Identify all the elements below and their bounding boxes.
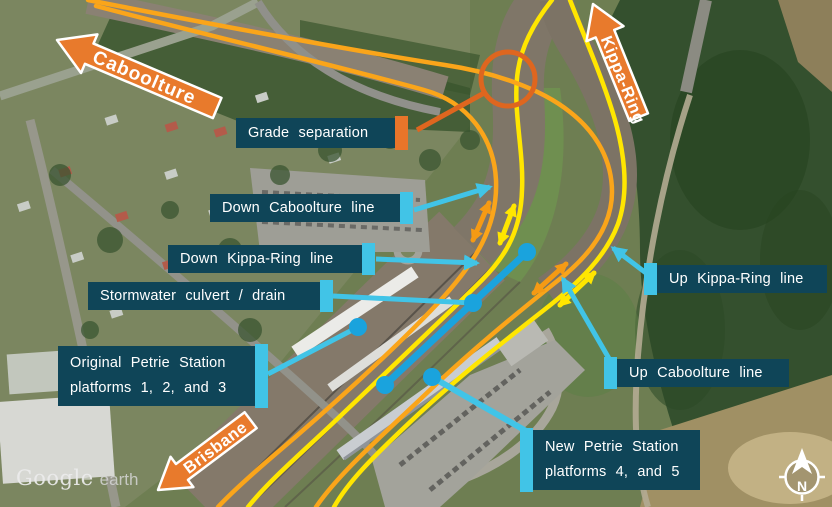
marker-dots [349,243,536,394]
track-direction-chevron [470,200,492,243]
google-logo: Google [16,466,94,490]
stormwater-leader [332,293,474,306]
up-kippa-ring-label: Up Kippa-Ring line [644,263,827,295]
new-station-leader [430,374,528,434]
new-station-dot [423,368,441,386]
grade-separation-circle [478,49,538,109]
grade-separation-tab [395,116,408,150]
annotation-graphics [266,49,648,434]
culvert-dot [518,243,536,261]
up-caboolture-arrow [560,276,614,364]
grade-separation-leader [415,89,488,133]
up-caboolture-label: Up Caboolture line [604,357,789,389]
new-station-text-line2: platforms 4, and 5 [545,464,680,480]
stormwater-tab [320,280,333,312]
stormwater-culvert-line [382,249,530,388]
down-caboolture-line [93,3,499,507]
original-station-text-line1: Original Petrie Station [70,355,226,371]
new-station-label: New Petrie Station platforms 4, and 5 [520,428,700,492]
culvert-dot [376,376,394,394]
railway-lines [85,0,627,507]
up-caboolture-text: Up Caboolture line [629,365,763,381]
original-station-tab [255,344,268,408]
compass-needle-icon [792,448,812,474]
earth-logo: earth [99,470,139,489]
track-direction-chevron [497,203,517,246]
grade-separation-label: Grade separation [236,116,408,150]
stormwater-text: Stormwater culvert / drain [100,288,286,304]
down-caboolture-text: Down Caboolture line [222,200,375,216]
stormwater-label: Stormwater culvert / drain [88,280,333,312]
up-kippa-ring-arrow [610,246,648,275]
grade-separation-text: Grade separation [248,125,369,141]
compass-ticks [779,475,825,501]
down-caboolture-tab [400,192,413,224]
down-kippa-ring-tab [362,243,375,275]
track-direction-chevron [531,261,569,296]
up-caboolture-tab [604,357,617,389]
down-kippa-ring-arrow [375,254,480,271]
down-kippa-ring-line [245,0,555,507]
down-kippa-ring-label: Down Kippa-Ring line [168,243,375,275]
new-station-text-line1: New Petrie Station [545,439,679,455]
down-caboolture-label: Down Caboolture line [210,192,413,224]
original-station-leader [266,324,360,377]
original-station-label: Original Petrie Station platforms 1, 2, … [58,344,268,408]
down-caboolture-arrow [413,183,493,213]
up-kippa-ring-tab [644,263,657,295]
original-station-text-line2: platforms 1, 2, and 3 [70,380,227,396]
north-compass: N [779,448,825,501]
culvert-dot [464,294,482,312]
compass-north-label: N [797,478,807,494]
up-kippa-ring-text: Up Kippa-Ring line [669,271,804,287]
original-station-dot [349,318,367,336]
up-caboolture-line [85,0,615,507]
down-kippa-ring-text: Down Kippa-Ring line [180,251,334,267]
new-station-tab [520,428,533,492]
map-attribution: Google earth [16,466,138,490]
track-direction-chevron [557,270,597,308]
